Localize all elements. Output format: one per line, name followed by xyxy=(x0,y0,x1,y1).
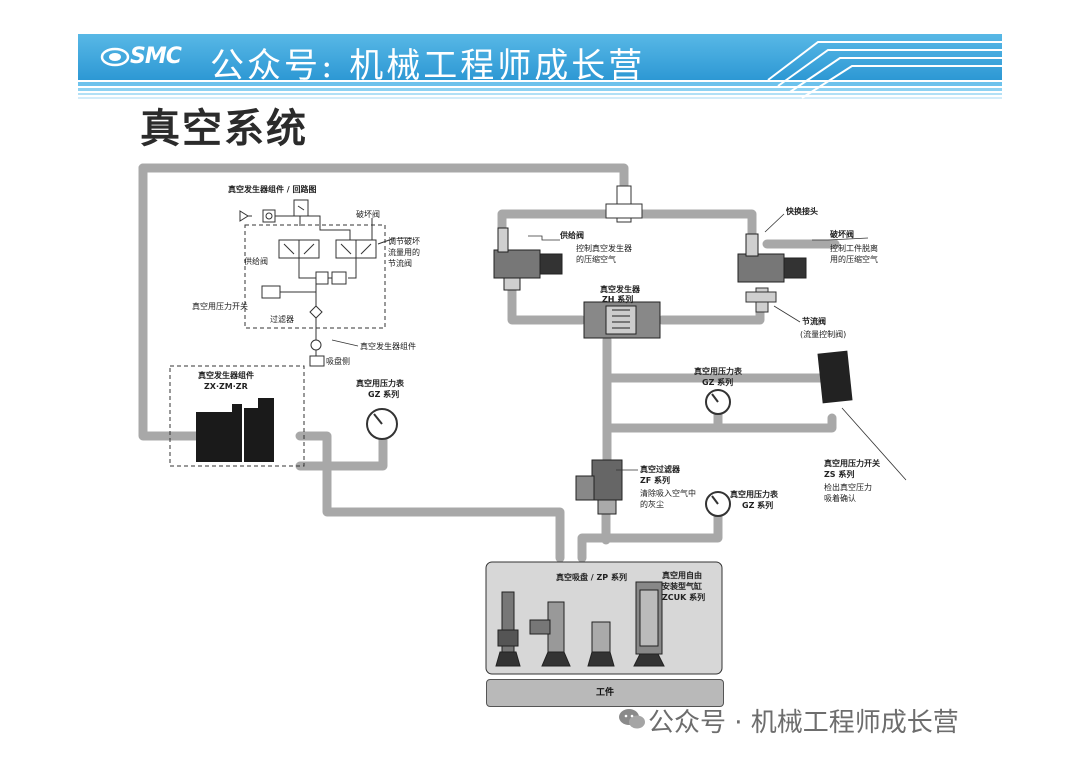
ejector-title: 真空发生器 xyxy=(600,285,640,294)
quick-coupling-label: 快换接头 xyxy=(786,207,818,216)
throttle-desc: (流量控制阀) xyxy=(800,330,847,339)
gauge-right-series: GZ 系列 xyxy=(742,501,774,510)
filter-title: 真空过滤器 xyxy=(640,465,680,474)
watermark-text: 公众号 · 机械工程师成长营 xyxy=(648,708,959,738)
gauge-left xyxy=(366,408,398,440)
circuit-pad-side-label: 吸盘侧 xyxy=(326,357,350,366)
break-valve-label: 破坏阀 xyxy=(830,230,854,239)
vacuum-filter-zf xyxy=(575,459,623,515)
throttle-label: 节流阀 xyxy=(802,317,826,326)
circuit-adjust-label-3: 节流阀 xyxy=(388,259,412,268)
break-valve-desc-2: 用的压缩空气 xyxy=(830,255,878,264)
unit-title-label: 真空发生器组件 xyxy=(198,371,254,380)
cross-fitting xyxy=(605,185,643,223)
break-valve xyxy=(737,233,807,283)
throttle-valve xyxy=(745,287,777,313)
switch-title: 真空用压力开关 xyxy=(824,459,880,468)
circuit-adjust-label-2: 流量用的 xyxy=(388,248,420,257)
switch-desc-1: 检出真空压力 xyxy=(824,483,872,492)
supply-valve-desc-2: 的压缩空气 xyxy=(576,255,616,264)
ejector-zh xyxy=(583,301,661,339)
switch-desc-2: 吸着确认 xyxy=(824,494,856,503)
gauge-left-title: 真空用压力表 xyxy=(356,379,404,388)
workpiece: 工件 xyxy=(486,679,724,707)
cyl-title-1: 真空用自由 xyxy=(662,571,702,580)
workpiece-label: 工件 xyxy=(595,688,614,698)
vacuum-unit-box xyxy=(169,365,305,467)
circuit-break-valve-label: 破坏阀 xyxy=(356,210,380,219)
circuit-pressure-switch-label: 真空用压力开关 xyxy=(192,302,248,311)
circuit-title: 真空发生器组件 / 回路图 xyxy=(228,185,317,194)
page-title: 真空系统 xyxy=(140,105,308,152)
pressure-switch-zs xyxy=(817,350,853,404)
unit-series-label: ZX·ZM·ZR xyxy=(204,382,248,391)
filter-desc-1: 清除吸入空气中 xyxy=(640,489,696,498)
ejector-series: ZH 系列 xyxy=(602,295,634,304)
supply-valve-label: 供给阀 xyxy=(560,231,584,240)
break-valve-desc-1: 控制工件脱离 xyxy=(830,244,878,253)
header-banner xyxy=(78,34,1002,104)
circuit-schematic xyxy=(239,199,396,367)
supply-valve xyxy=(493,227,563,291)
smc-logo: SMC xyxy=(100,44,182,69)
cyl-title-3: ZCUK 系列 xyxy=(662,593,706,602)
pad-title: 真空吸盘 / ZP 系列 xyxy=(556,573,627,582)
gauge-mid-title: 真空用压力表 xyxy=(694,367,742,376)
circuit-adjust-label-1: 调节破坏 xyxy=(388,237,420,246)
wechat-icon xyxy=(619,709,645,729)
gauge-right xyxy=(705,491,731,517)
cyl-title-2: 安装型气缸 xyxy=(662,582,702,591)
gauge-mid-series: GZ 系列 xyxy=(702,378,734,387)
gauge-right-title: 真空用压力表 xyxy=(730,490,778,499)
filter-series: ZF 系列 xyxy=(640,476,671,485)
leader-lines xyxy=(331,213,907,481)
supply-valve-desc-1: 控制真空发生器 xyxy=(576,244,632,253)
switch-series: ZS 系列 xyxy=(824,470,855,479)
banner-title: 公众号: 机械工程师成长营 xyxy=(210,46,646,86)
pipe-network xyxy=(138,163,840,563)
circuit-supply-valve-label: 供给阀 xyxy=(244,257,268,266)
circuit-generator-unit-label: 真空发生器组件 xyxy=(360,342,416,351)
gauge-mid xyxy=(705,389,731,415)
gauge-left-series: GZ 系列 xyxy=(368,390,400,399)
work-area xyxy=(485,561,723,675)
circuit-filter-label: 过滤器 xyxy=(270,315,294,324)
filter-desc-2: 的灰尘 xyxy=(640,500,664,509)
